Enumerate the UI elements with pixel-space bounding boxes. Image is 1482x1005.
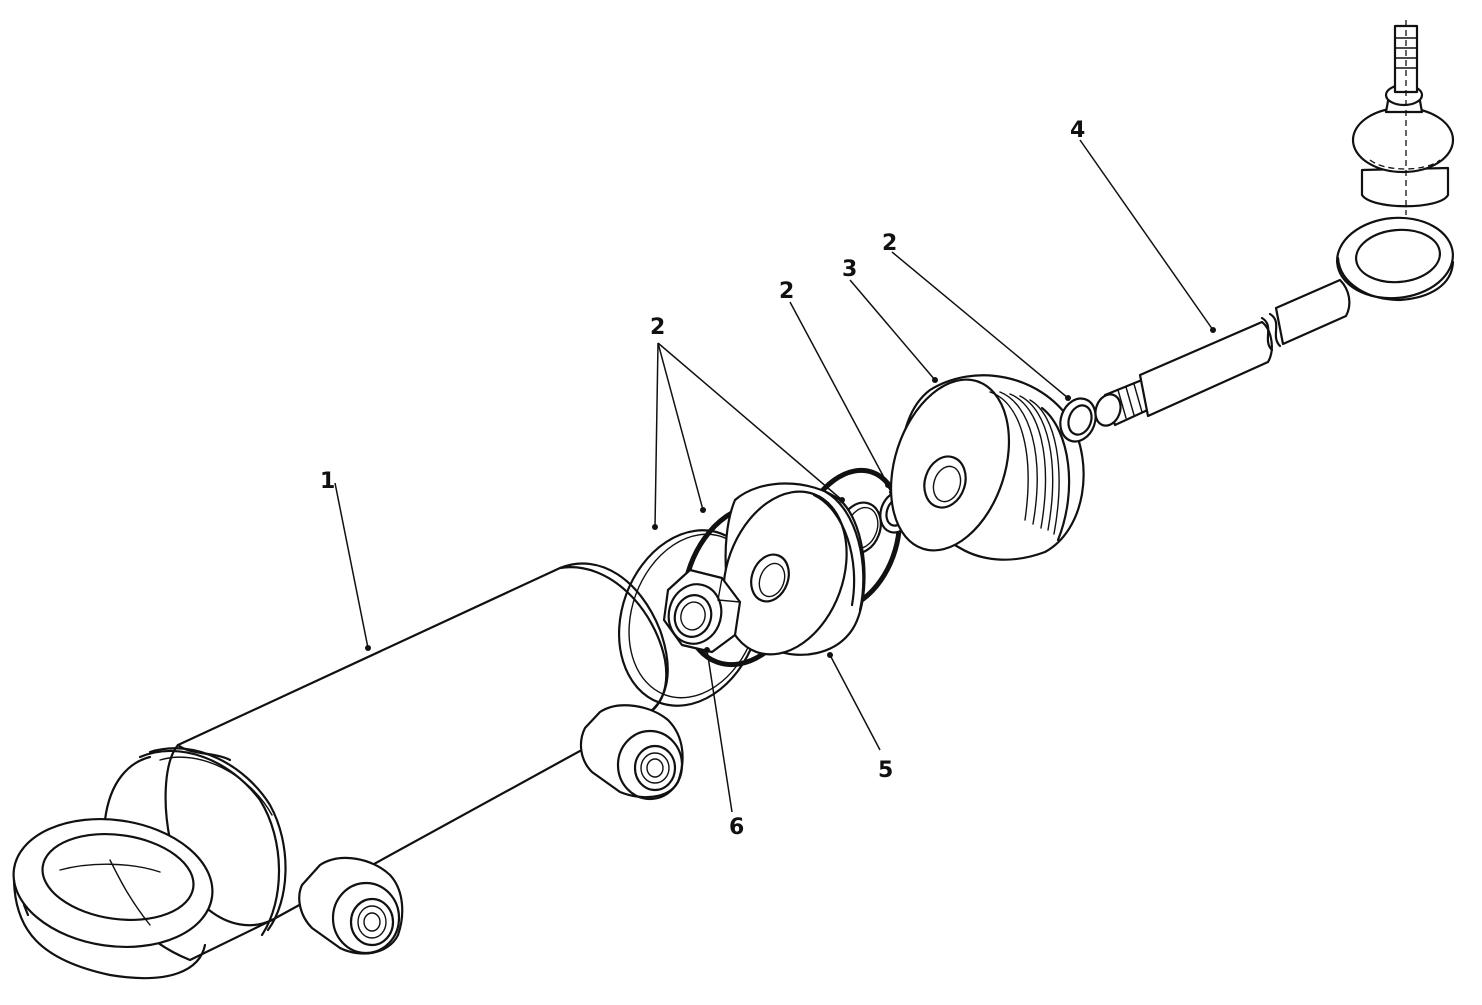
leader-lines (334, 139, 1216, 813)
piston-rod (1094, 216, 1455, 427)
callout-5: 5 (878, 758, 893, 783)
callout-labels: 1 2 2 2 3 4 5 6 (320, 118, 1085, 840)
callout-2-a: 2 (650, 315, 665, 340)
gland-head (889, 374, 1085, 561)
o-ring-rod-seal (1059, 397, 1097, 443)
cylinder-barrel (12, 562, 684, 980)
port-boss-lower (298, 856, 404, 955)
callout-3: 3 (842, 257, 857, 282)
ball-joint (1351, 20, 1455, 215)
callout-2-b: 2 (779, 279, 794, 304)
callout-1: 1 (320, 469, 335, 494)
nut (662, 568, 742, 654)
callout-4: 4 (1070, 118, 1085, 143)
callout-2-c: 2 (882, 231, 897, 256)
port-boss-upper (579, 704, 684, 801)
mount-eye (12, 817, 214, 980)
piston (722, 482, 866, 656)
callout-6: 6 (729, 815, 744, 840)
